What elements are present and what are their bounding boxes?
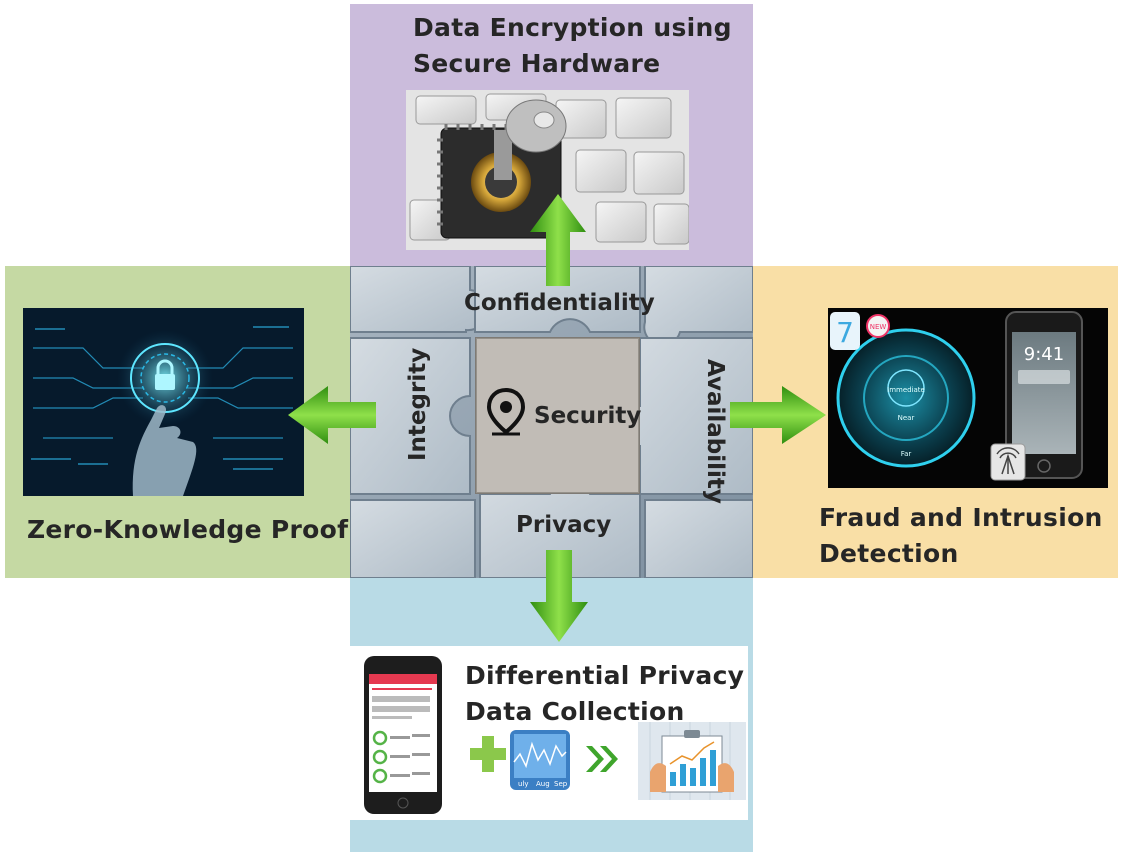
new-badge-label: NEW: [870, 323, 887, 331]
differential-privacy-card: uly Aug Sep Differential Privacy Data Co…: [350, 646, 748, 820]
arrow-up-icon: [530, 194, 586, 286]
security-label: Security: [534, 403, 642, 429]
chart-month-1: uly: [518, 780, 529, 788]
ring-immediate-label: Immediate: [887, 386, 925, 394]
confidentiality-label: Confidentiality: [464, 290, 655, 316]
privacy-label: Privacy: [516, 512, 612, 538]
phone-time: 9:41: [1024, 344, 1064, 365]
fraud-title-line2: Detection: [819, 539, 959, 568]
availability-label: Availability: [702, 359, 728, 504]
encryption-title-line2: Secure Hardware: [413, 49, 661, 78]
beacon-proximity-phone-icon: Immediate Near Far 7 NEW 9:41: [828, 308, 1108, 488]
differential-privacy-title-line2: Data Collection: [465, 697, 685, 726]
arrow-left-icon: [288, 386, 376, 444]
ios-badge-label: 7: [836, 316, 854, 349]
arrow-right-icon: [730, 386, 826, 444]
zkp-panel: Zero-Knowledge Proof: [5, 266, 350, 578]
chart-month-3: Sep: [554, 780, 568, 788]
ring-far-label: Far: [901, 450, 912, 458]
encryption-title-line1: Data Encryption using: [413, 13, 732, 42]
fraud-title-line1: Fraud and Intrusion: [819, 503, 1103, 532]
ring-near-label: Near: [898, 414, 915, 422]
security-puzzle: Confidentiality Privacy Integrity Availa…: [350, 266, 753, 578]
differential-privacy-title-line1: Differential Privacy: [465, 661, 745, 690]
integrity-label: Integrity: [405, 347, 431, 461]
chart-month-2: Aug: [536, 780, 550, 788]
arrow-down-icon: [530, 550, 588, 642]
zkp-title: Zero-Knowledge Proof: [27, 515, 349, 544]
digital-lock-hand-icon: [23, 308, 304, 496]
location-pin-icon: [486, 386, 526, 446]
